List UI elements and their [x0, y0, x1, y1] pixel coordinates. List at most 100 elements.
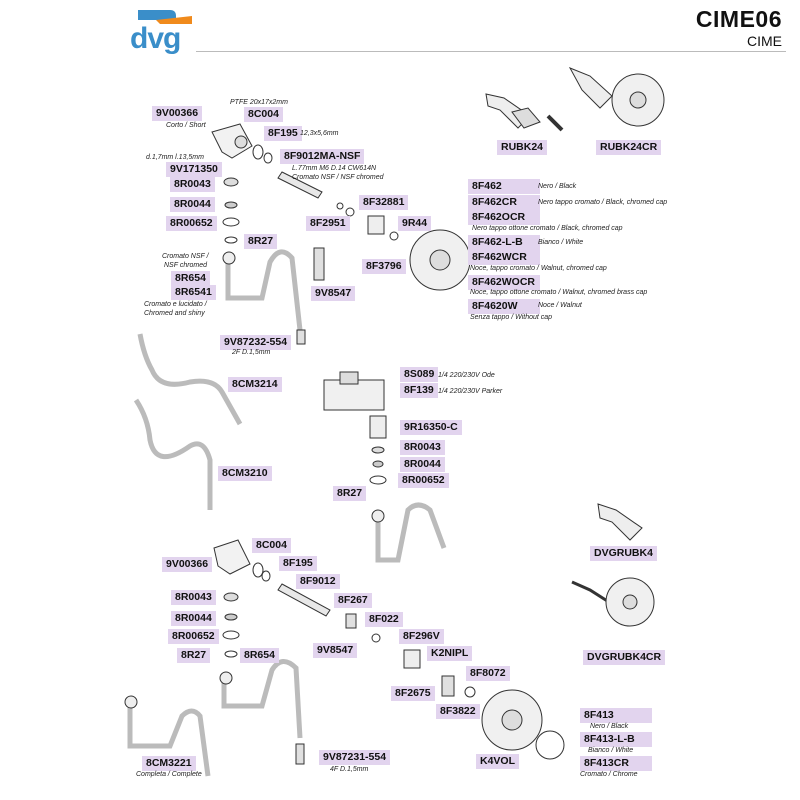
- note-noce-w: Noce / Walnut: [538, 302, 582, 309]
- label-8F413-L-B: 8F413-L-B: [580, 732, 652, 747]
- label-8F267: 8F267: [334, 593, 372, 608]
- steam-pipe-top: [222, 249, 303, 331]
- note-noce: Noce, tappo cromato / Walnut, chromed ca…: [470, 265, 607, 272]
- rubk24-valves: [485, 67, 665, 132]
- label-8F296V: 8F296V: [399, 629, 444, 644]
- label-8F195: 8F195: [264, 126, 302, 141]
- label-8R0043: 8R0043: [170, 177, 215, 192]
- note-chrom-shiny: Chromed and shiny: [144, 310, 205, 317]
- label-8F9012: 8F9012: [296, 574, 340, 589]
- label-8C004: 8C004: [244, 107, 283, 122]
- valve-body-bottom: [213, 539, 565, 760]
- label-8R0044-mid: 8R0044: [400, 457, 445, 472]
- label-8CM3221: 8CM3221: [142, 756, 196, 771]
- label-8F462WCR: 8F462WCR: [468, 250, 540, 265]
- label-9V00366-bottom: 9V00366: [162, 557, 213, 572]
- label-8F4620W: 8F4620W: [468, 299, 540, 314]
- label-8F195-bottom: 8F195: [279, 556, 317, 571]
- spindle-top: [277, 171, 323, 199]
- label-8R27: 8R27: [244, 234, 278, 249]
- solenoid-8s089: [323, 371, 447, 563]
- label-DVGRUBK4: DVGRUBK4: [590, 546, 657, 561]
- label-8F139: 8F139: [400, 383, 438, 398]
- label-RUBK24CR: RUBK24CR: [596, 140, 662, 155]
- label-8F2675: 8F2675: [391, 686, 435, 701]
- label-8R27-mid: 8R27: [333, 486, 367, 501]
- label-K4VOL: K4VOL: [476, 754, 520, 769]
- note-crom-nsf-b: NSF chromed: [164, 262, 208, 269]
- label-8F32881: 8F32881: [359, 195, 409, 210]
- dvgrubk4-valves: [571, 503, 655, 627]
- label-8C004-bottom: 8C004: [252, 538, 291, 553]
- note-corto: Corto / Short: [166, 122, 206, 129]
- label-K2NIPL: K2NIPL: [427, 646, 473, 661]
- page-subtitle: CIME: [747, 33, 782, 49]
- valve-body-top: [211, 123, 253, 159]
- label-8F462OCR: 8F462OCR: [468, 210, 540, 225]
- note-4f: 4F D.1,5mm: [330, 766, 369, 773]
- dvg-logo: [130, 6, 200, 61]
- label-8F462CR: 8F462CR: [468, 195, 540, 210]
- note-ode: 1/4 220/230V Ode: [438, 372, 495, 379]
- note-noce-ott: Noce, tappo ottone cromato / Walnut, chr…: [470, 289, 648, 296]
- label-8R654: 8R654: [171, 271, 210, 286]
- note-bianco: Bianco / White: [538, 239, 584, 246]
- label-8R0043-bottom: 8R0043: [171, 590, 216, 605]
- label-8R00652-mid: 8R00652: [398, 473, 449, 488]
- label-8R00652-bottom: 8R00652: [168, 629, 219, 644]
- label-8F413CR: 8F413CR: [580, 756, 652, 771]
- label-8R0043-mid: 8R0043: [400, 440, 445, 455]
- note-12-3: 12,3x5,6mm: [300, 130, 339, 137]
- label-8F8072: 8F8072: [466, 666, 510, 681]
- note-crom-2: Cromato / Chrome: [580, 771, 638, 778]
- logo-text: dvg: [130, 22, 181, 55]
- label-8R654-bottom: 8R654: [240, 648, 279, 663]
- label-8R0044-bottom: 8R0044: [171, 611, 216, 626]
- label-9V87231-554: 9V87231-554: [319, 750, 391, 765]
- label-9V00366: 9V00366: [152, 106, 203, 121]
- note-crom-nsf-a: Cromato NSF /: [162, 253, 209, 260]
- label-8F2951: 8F2951: [306, 216, 350, 231]
- label-9V171350: 9V171350: [166, 162, 222, 177]
- label-8F462-L-B: 8F462-L-B: [468, 235, 540, 250]
- page-title: CIME06: [695, 6, 782, 32]
- note-completa: Completa / Complete: [136, 771, 202, 778]
- hose-8cm3214: [133, 333, 243, 510]
- label-8F3822: 8F3822: [436, 704, 480, 719]
- note-nero-2: Nero / Black: [590, 723, 629, 730]
- label-9R44: 9R44: [398, 216, 432, 231]
- label-DVGRUBK4CR: DVGRUBK4CR: [583, 650, 666, 665]
- label-8F462: 8F462: [468, 179, 540, 194]
- note-bianco-2: Bianco / White: [588, 747, 634, 754]
- note-2f: 2F D.1,5mm: [232, 349, 271, 356]
- note-crom-lucid: Cromato e lucidato /: [144, 301, 207, 308]
- label-8R00652: 8R00652: [166, 216, 217, 231]
- note-l77: L.77mm M6 D.14 CW614N: [292, 165, 377, 172]
- label-8R0044: 8R0044: [170, 197, 215, 212]
- label-8F9012MA-NSF: 8F9012MA-NSF: [280, 149, 365, 164]
- label-9V8547: 9V8547: [311, 286, 356, 301]
- label-9V8547-bottom: 9V8547: [313, 643, 358, 658]
- label-9V87232-554: 9V87232-554: [220, 335, 292, 350]
- label-RUBK24: RUBK24: [497, 140, 548, 155]
- label-9R16350-C: 9R16350-C: [400, 420, 462, 435]
- note-d17: d.1,7mm l.13,5mm: [146, 154, 204, 161]
- label-8CM3214: 8CM3214: [228, 377, 282, 392]
- label-8F022: 8F022: [365, 612, 403, 627]
- label-8F3796: 8F3796: [362, 259, 406, 274]
- label-8R6541: 8R6541: [171, 285, 216, 300]
- note-nero: Nero / Black: [538, 183, 577, 190]
- label-8F462WOCR: 8F462WOCR: [468, 275, 540, 290]
- note-nero-tappo-ott: Nero tappo ottone cromato / Black, chrom…: [472, 225, 623, 232]
- header-divider: [196, 51, 786, 52]
- seal-rings-top: [222, 144, 273, 244]
- note-parker: 1/4 220/230V Parker: [438, 388, 503, 395]
- note-ptfe: PTFE 20x17x2mm: [230, 99, 288, 106]
- note-senza: Senza tappo / Without cap: [470, 314, 553, 321]
- steam-pipe-bottom: [124, 659, 305, 777]
- spring-top: [296, 247, 325, 345]
- label-8F413: 8F413: [580, 708, 652, 723]
- note-nero-tappo: Nero tappo cromato / Black, chromed cap: [538, 199, 668, 206]
- note-crom-nsf: Cromato NSF / NSF chromed: [292, 174, 384, 181]
